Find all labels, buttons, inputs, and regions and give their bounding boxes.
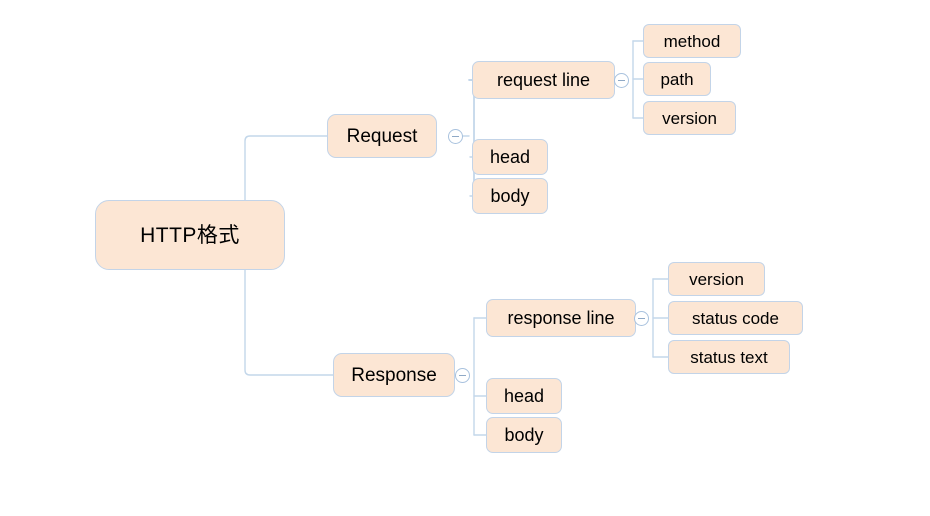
node-response-body-label: body bbox=[504, 425, 544, 445]
node-response-version-label: version bbox=[689, 269, 744, 289]
node-request-head-label: head bbox=[489, 147, 531, 167]
minus-icon bbox=[618, 80, 625, 81]
minus-icon bbox=[452, 136, 459, 137]
node-method[interactable]: method bbox=[643, 24, 741, 58]
collapse-toggle-response[interactable] bbox=[455, 368, 470, 383]
node-response-head[interactable]: head bbox=[486, 378, 562, 414]
node-response-version[interactable]: version bbox=[668, 262, 765, 296]
root-node-http-format[interactable]: HTTP格式 bbox=[95, 200, 285, 270]
node-request-line-label: request line bbox=[496, 70, 591, 90]
root-node-label: HTTP格式 bbox=[140, 223, 240, 247]
node-path[interactable]: path bbox=[643, 62, 711, 96]
minus-icon bbox=[459, 375, 466, 376]
node-path-label: path bbox=[660, 69, 694, 89]
collapse-toggle-response-line[interactable] bbox=[634, 311, 649, 326]
node-response-head-label: head bbox=[503, 386, 545, 406]
node-request[interactable]: Request bbox=[327, 114, 437, 158]
node-status-code[interactable]: status code bbox=[668, 301, 803, 335]
node-response-line[interactable]: response line bbox=[486, 299, 636, 337]
node-response[interactable]: Response bbox=[333, 353, 455, 397]
node-method-label: method bbox=[663, 31, 721, 51]
node-version[interactable]: version bbox=[643, 101, 736, 135]
node-status-text-label: status text bbox=[690, 347, 768, 367]
node-request-line[interactable]: request line bbox=[472, 61, 615, 99]
node-version-label: version bbox=[662, 108, 717, 128]
node-response-body[interactable]: body bbox=[486, 417, 562, 453]
node-request-body[interactable]: body bbox=[472, 178, 548, 214]
node-response-label: Response bbox=[351, 364, 437, 386]
collapse-toggle-request-line[interactable] bbox=[614, 73, 629, 88]
node-status-code-label: status code bbox=[692, 308, 779, 328]
collapse-toggle-request[interactable] bbox=[448, 129, 463, 144]
node-request-label: Request bbox=[346, 125, 418, 147]
node-request-body-label: body bbox=[490, 186, 530, 206]
minus-icon bbox=[638, 318, 645, 319]
node-status-text[interactable]: status text bbox=[668, 340, 790, 374]
node-response-line-label: response line bbox=[507, 308, 615, 328]
node-request-head[interactable]: head bbox=[472, 139, 548, 175]
